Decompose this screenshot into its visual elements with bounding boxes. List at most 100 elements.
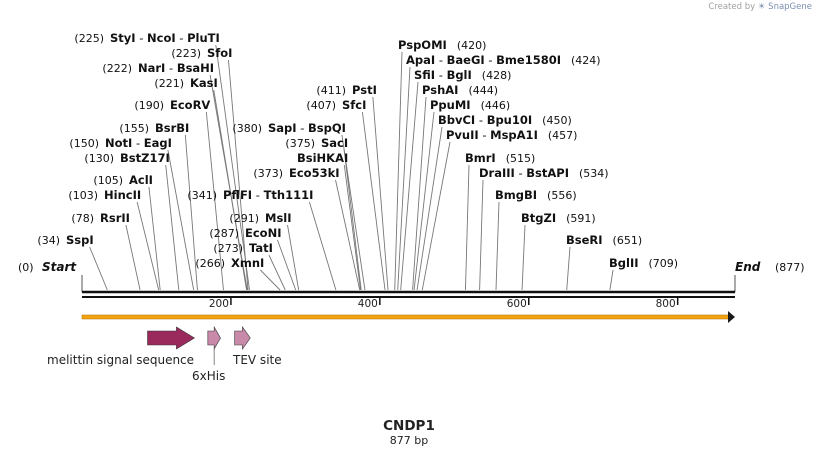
- enzyme-name[interactable]: EcoRV: [170, 98, 210, 112]
- site-label: MslI: [265, 211, 292, 225]
- site-label: BseRI: [566, 233, 603, 247]
- enzyme-name[interactable]: DraIII: [479, 166, 515, 180]
- enzyme-name[interactable]: SfcI: [342, 98, 366, 112]
- site-leader: [495, 201, 500, 291]
- site-label: BmgBI: [495, 188, 537, 202]
- site-label: TatI: [249, 241, 273, 255]
- enzyme-name[interactable]: Tth111I: [264, 188, 314, 202]
- site-label: PstI: [352, 83, 377, 97]
- feature-his-arrow: [207, 325, 221, 351]
- site-position: (222): [102, 62, 132, 75]
- enzyme-name[interactable]: BsiHKAI: [297, 151, 348, 165]
- enzyme-name[interactable]: KasI: [190, 76, 218, 90]
- enzyme-separator: -: [435, 53, 446, 67]
- enzyme-name[interactable]: BaeGI: [447, 53, 485, 67]
- site-leader: [343, 164, 361, 291]
- site-position: (591): [566, 212, 596, 225]
- site-label: BtgZI: [521, 211, 556, 225]
- enzyme-name[interactable]: SfiI: [414, 68, 435, 82]
- enzyme-name[interactable]: PspOMI: [398, 38, 447, 52]
- enzyme-name[interactable]: Eco53kI: [289, 166, 340, 180]
- enzyme-name[interactable]: MspA1I: [490, 128, 538, 142]
- site-position: (380): [232, 122, 262, 135]
- enzyme-name[interactable]: BstAPI: [526, 166, 569, 180]
- enzyme-name[interactable]: MslI: [265, 211, 292, 225]
- enzyme-name[interactable]: BtgZI: [521, 211, 556, 225]
- site-label: NarI - BsaHI: [138, 61, 214, 75]
- enzyme-separator: -: [515, 166, 526, 180]
- enzyme-name[interactable]: XmnI: [231, 256, 264, 270]
- ruler-tick-label: 800: [656, 298, 676, 310]
- enzyme-separator: -: [435, 68, 446, 82]
- enzyme-name[interactable]: NcoI: [147, 31, 176, 45]
- ruler-tick-label: 400: [358, 298, 378, 310]
- enzyme-name[interactable]: Bpu10I: [487, 113, 532, 127]
- site-leader: [308, 201, 337, 291]
- ruler-tick-label: 200: [209, 298, 229, 310]
- orf-arrow[interactable]: [81, 311, 735, 323]
- enzyme-name[interactable]: NarI: [138, 61, 165, 75]
- end-end-name: End: [735, 260, 761, 274]
- enzyme-name[interactable]: TatI: [249, 241, 273, 255]
- enzyme-name[interactable]: EagI: [144, 136, 172, 150]
- enzyme-name[interactable]: SfoI: [207, 46, 232, 60]
- enzyme-name[interactable]: SacI: [321, 136, 348, 150]
- cut-site-leaders: [81, 44, 736, 292]
- enzyme-name[interactable]: NotI: [105, 136, 132, 150]
- enzyme-separator: -: [297, 121, 308, 135]
- site-leader: [277, 239, 297, 291]
- enzyme-name[interactable]: PvuII: [446, 128, 479, 142]
- site-position: (130): [84, 152, 114, 165]
- enzyme-name[interactable]: PshAI: [422, 83, 458, 97]
- site-leader: [228, 59, 249, 291]
- enzyme-name[interactable]: PflFI: [223, 188, 252, 202]
- site-position: (34): [37, 234, 60, 247]
- enzyme-separator: -: [479, 128, 490, 142]
- site-label: BglII: [609, 256, 639, 270]
- orf-arrow-head: [728, 311, 735, 323]
- site-label: DraIII - BstAPI: [479, 166, 569, 180]
- enzyme-name[interactable]: BsaHI: [177, 61, 214, 75]
- enzyme-name[interactable]: Bme1580I: [496, 53, 561, 67]
- site-label: PpuMI: [430, 98, 471, 112]
- enzyme-name[interactable]: HincII: [104, 188, 141, 202]
- enzyme-name[interactable]: BglII: [609, 256, 639, 270]
- enzyme-name[interactable]: RsrII: [100, 211, 130, 225]
- enzyme-name[interactable]: AclI: [129, 173, 153, 187]
- enzyme-name[interactable]: BmgBI: [495, 188, 537, 202]
- site-label: StyI - NcoI - PluTI: [110, 31, 220, 45]
- enzyme-name[interactable]: BstZ17I: [120, 151, 170, 165]
- site-leader: [167, 149, 195, 291]
- site-leader: [148, 186, 161, 291]
- site-leader: [341, 134, 366, 291]
- site-leader: [287, 224, 300, 291]
- enzyme-name[interactable]: BglI: [447, 68, 472, 82]
- site-label: SapI - BspQI: [268, 121, 346, 135]
- site-leader: [421, 141, 451, 291]
- enzyme-name[interactable]: BseRI: [566, 233, 603, 247]
- end-start-name: Start: [42, 260, 77, 274]
- site-leader: [416, 126, 443, 291]
- enzyme-name[interactable]: StyI: [110, 31, 136, 45]
- enzyme-name[interactable]: BspQI: [308, 121, 346, 135]
- enzyme-name[interactable]: EcoNI: [245, 226, 281, 240]
- enzyme-name[interactable]: BmrI: [465, 151, 496, 165]
- site-label: BstZ17I: [120, 151, 170, 165]
- enzyme-name[interactable]: SapI: [268, 121, 297, 135]
- site-position: (556): [547, 189, 577, 202]
- enzyme-name[interactable]: ApaI: [406, 53, 435, 67]
- site-leader: [521, 224, 526, 291]
- snapgene-logo-icon: ☀: [757, 2, 766, 12]
- site-position: (155): [119, 122, 149, 135]
- enzyme-name[interactable]: SspI: [66, 233, 94, 247]
- enzyme-name[interactable]: PluTI: [187, 31, 220, 45]
- enzyme-name[interactable]: PpuMI: [430, 98, 471, 112]
- watermark-prefix: Created by: [708, 2, 756, 12]
- enzyme-name[interactable]: BbvCI: [438, 113, 475, 127]
- enzyme-name[interactable]: BsrBI: [155, 121, 189, 135]
- site-leader: [465, 164, 470, 291]
- feature-tev-label: TEV site: [232, 353, 282, 367]
- enzyme-name[interactable]: PstI: [352, 83, 377, 97]
